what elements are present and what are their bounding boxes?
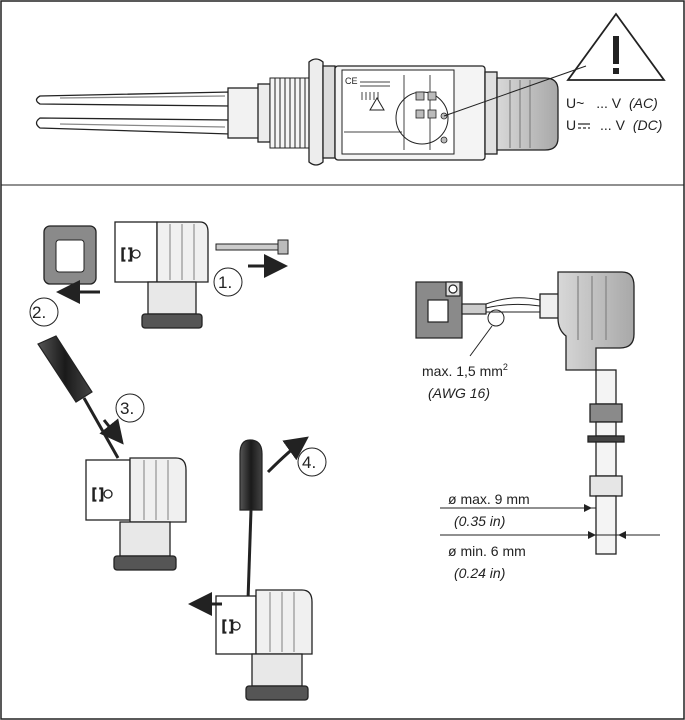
tuning-fork: [35, 83, 271, 143]
callout-line: [443, 65, 587, 117]
step2-label: 2.: [32, 303, 46, 322]
diameter-max: ø max. 9 mm: [448, 491, 530, 507]
diameter-min: ø min. 6 mm: [448, 543, 526, 559]
callout-wire: [469, 325, 493, 357]
dc-symbol: [578, 123, 590, 129]
step3-circle: [115, 393, 145, 423]
diameter-min-in: (0.24 in): [454, 565, 505, 581]
screwdriver-1: [37, 335, 120, 459]
level-switch-device: CE: [35, 12, 666, 166]
hex-nut: [308, 58, 336, 166]
ribbed-cap: [484, 71, 559, 155]
diameter-max-in: (0.35 in): [454, 513, 505, 529]
supply-dc: U ... V (DC): [566, 117, 662, 133]
terminal-symbols: [415, 91, 448, 144]
cross-section: max. 1,5 mm2: [422, 362, 508, 379]
nameplate: [341, 69, 455, 155]
step1-label: 1.: [218, 273, 232, 292]
gasket: [43, 225, 97, 285]
cable: [587, 369, 625, 555]
step4-label: 4.: [302, 453, 316, 472]
connector-1: [ ]: [114, 221, 209, 329]
detail-circle: [487, 309, 505, 327]
dimension-lines: [440, 504, 660, 539]
screwdriver-2: [239, 439, 263, 601]
supply-ac: U~ ... V (AC): [566, 95, 658, 111]
step2-circle: [29, 297, 59, 327]
step3-label: 3.: [120, 399, 134, 418]
connector-3: [ ]: [215, 589, 313, 701]
arrow-step3: [99, 418, 124, 445]
screw: [215, 239, 289, 255]
thread: [269, 77, 311, 149]
svg-text:[ ]: [ ]: [222, 617, 234, 633]
warning-icon: [566, 12, 666, 81]
connector-2: [ ]: [85, 457, 187, 571]
warning-mini-icon: [369, 97, 385, 111]
step1-circle: [213, 267, 243, 297]
svg-text:[ ]: [ ]: [92, 485, 104, 501]
nameplate-lines: [344, 75, 431, 150]
arrow-step4: [266, 436, 309, 474]
ce-mark: CE: [345, 76, 358, 86]
svg-text:[ ]: [ ]: [121, 245, 133, 261]
terminal-insert: [415, 281, 487, 339]
cable-connector-side: [539, 271, 635, 371]
step4-circle: [297, 447, 327, 477]
awg-label: (AWG 16): [428, 385, 490, 401]
